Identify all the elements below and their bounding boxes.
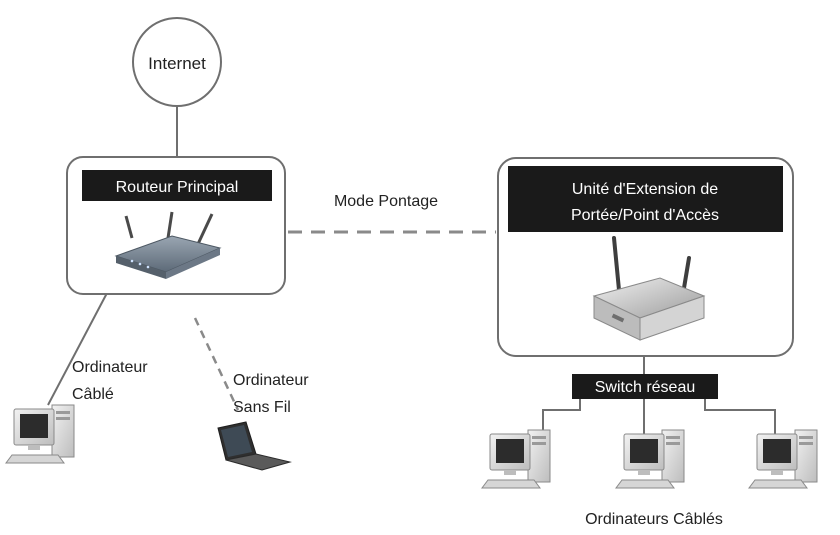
switch-computer-icon bbox=[615, 429, 685, 489]
wired-computer-label-line2: Câblé bbox=[72, 386, 114, 403]
extender-label-bg bbox=[508, 166, 783, 232]
switch-computer-icon bbox=[481, 429, 551, 489]
laptop-icon bbox=[217, 421, 292, 471]
internet-label: Internet bbox=[148, 54, 206, 73]
main-router-label-bg bbox=[82, 170, 272, 201]
wired-computers-label: Ordinateurs Câblés bbox=[585, 511, 723, 528]
main-router-label: Routeur Principal bbox=[116, 179, 239, 196]
wired-computer-label-line1: Ordinateur bbox=[72, 359, 148, 376]
access-point-icon bbox=[592, 236, 706, 341]
switch-branch-lines bbox=[542, 398, 776, 435]
extender-label-line2: Portée/Point d'Accès bbox=[571, 207, 719, 224]
router-icon bbox=[114, 211, 222, 279]
extender-label-line1: Unité d'Extension de bbox=[572, 181, 718, 198]
internet-cloud bbox=[132, 17, 222, 107]
network-switch-bg bbox=[572, 374, 718, 399]
switch-computer-icon bbox=[748, 429, 818, 489]
wired-pc-cable bbox=[47, 292, 108, 406]
network-switch-label: Switch réseau bbox=[595, 379, 696, 396]
wireless-link-line bbox=[193, 317, 240, 411]
wireless-computer-label-line1: Ordinateur bbox=[233, 372, 309, 389]
bridge-mode-label: Mode Pontage bbox=[334, 193, 438, 210]
wireless-computer-label-line2: Sans Fil bbox=[233, 399, 291, 416]
wired-computer-icon bbox=[5, 404, 75, 464]
